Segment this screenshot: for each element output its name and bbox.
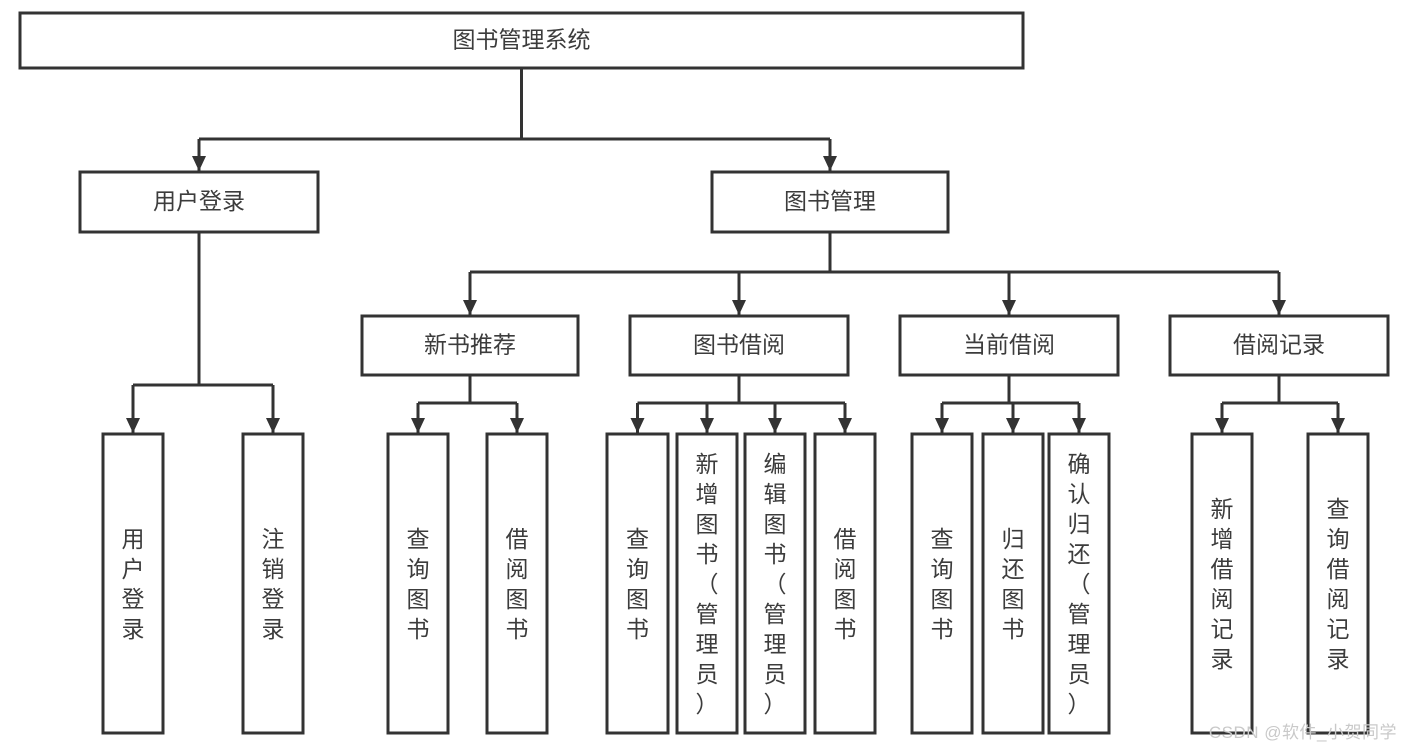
node-box-new-book-rec[interactable] [360, 314, 580, 377]
node-box-leaf-query-book-2[interactable] [605, 432, 670, 735]
arrow-head-icon [768, 418, 782, 433]
connector-c-book-borrow [630, 375, 852, 433]
node-leaf-add-record[interactable]: 新增借阅记录 [1190, 432, 1254, 735]
arrow-head-icon [935, 418, 949, 433]
node-label-user-login: 用户登录 [153, 188, 245, 214]
node-leaf-return-book[interactable]: 归还图书 [981, 432, 1045, 735]
node-label-leaf-query-book-2: 查询图书 [626, 526, 649, 642]
node-current-borrow[interactable]: 当前借阅 [898, 314, 1120, 377]
arrow-head-icon [1331, 418, 1345, 433]
node-box-leaf-query-record[interactable] [1306, 432, 1370, 735]
node-box-leaf-logout[interactable] [241, 432, 305, 735]
node-box-leaf-add-record[interactable] [1190, 432, 1254, 735]
node-leaf-query-book-1[interactable]: 查询图书 [386, 432, 450, 735]
node-label-leaf-return-book: 归还图书 [1002, 526, 1025, 642]
node-label-new-book-rec: 新书推荐 [424, 332, 516, 358]
node-label-root: 图书管理系统 [453, 27, 591, 53]
node-box-leaf-query-book-1[interactable] [386, 432, 450, 735]
node-leaf-query-book-2[interactable]: 查询图书 [605, 432, 670, 735]
node-label-leaf-query-record: 查询借阅记录 [1327, 496, 1350, 672]
connector-c-root [192, 68, 837, 171]
node-borrow-record[interactable]: 借阅记录 [1168, 314, 1390, 377]
node-book-borrow[interactable]: 图书借阅 [628, 314, 850, 377]
arrow-head-icon [700, 418, 714, 433]
arrow-head-icon [823, 156, 837, 171]
node-box-leaf-user-login[interactable] [101, 432, 165, 735]
arrow-head-icon [1072, 418, 1086, 433]
arrow-head-icon [126, 418, 140, 433]
node-label-leaf-confirm-return: 确认归还（管理员） [1068, 451, 1091, 717]
node-leaf-edit-book[interactable]: 编辑图书（管理员） [743, 432, 807, 735]
connector-layer [126, 68, 1345, 433]
node-book-manage[interactable]: 图书管理 [710, 170, 950, 234]
connector-c-current-borrow [935, 375, 1086, 433]
node-box-borrow-record[interactable] [1168, 314, 1390, 377]
node-box-user-login[interactable] [78, 170, 320, 234]
node-label-leaf-logout: 注销登录 [262, 526, 285, 642]
connector-c-book-manage [463, 232, 1286, 315]
node-root[interactable]: 图书管理系统 [18, 11, 1025, 70]
connector-c-user-login [126, 232, 280, 433]
node-box-current-borrow[interactable] [898, 314, 1120, 377]
node-leaf-query-record[interactable]: 查询借阅记录 [1306, 432, 1370, 735]
node-box-leaf-edit-book[interactable] [743, 432, 807, 735]
node-leaf-confirm-return[interactable]: 确认归还（管理员） [1047, 432, 1111, 735]
node-box-leaf-confirm-return[interactable] [1047, 432, 1111, 735]
node-label-leaf-add-book: 新增图书（管理员） [696, 451, 719, 717]
node-box-root[interactable] [18, 11, 1025, 70]
arrow-head-icon [838, 418, 852, 433]
node-user-login[interactable]: 用户登录 [78, 170, 320, 234]
node-label-leaf-borrow-book-2: 借阅图书 [834, 526, 857, 642]
arrow-head-icon [1272, 300, 1286, 315]
arrow-head-icon [510, 418, 524, 433]
node-leaf-user-login[interactable]: 用户登录 [101, 432, 165, 735]
node-box-leaf-add-book[interactable] [675, 432, 739, 735]
node-leaf-query-book-3[interactable]: 查询图书 [910, 432, 974, 735]
node-label-leaf-query-book-1: 查询图书 [407, 526, 430, 642]
arrow-head-icon [1215, 418, 1229, 433]
connector-c-borrow-record [1215, 375, 1345, 433]
node-label-leaf-user-login: 用户登录 [122, 526, 145, 642]
connector-c-new-book-rec [411, 375, 524, 433]
node-label-leaf-edit-book: 编辑图书（管理员） [764, 451, 787, 717]
arrow-head-icon [1006, 418, 1020, 433]
arrow-head-icon [411, 418, 425, 433]
node-new-book-rec[interactable]: 新书推荐 [360, 314, 580, 377]
node-label-book-borrow: 图书借阅 [693, 332, 785, 358]
node-box-leaf-borrow-book-1[interactable] [485, 432, 549, 735]
node-box-book-borrow[interactable] [628, 314, 850, 377]
node-label-leaf-query-book-3: 查询图书 [931, 526, 954, 642]
node-label-current-borrow: 当前借阅 [963, 332, 1055, 358]
arrow-head-icon [463, 300, 477, 315]
arrow-head-icon [1002, 300, 1016, 315]
node-leaf-borrow-book-2[interactable]: 借阅图书 [813, 432, 877, 735]
arrow-head-icon [266, 418, 280, 433]
arrow-head-icon [192, 156, 206, 171]
node-box-leaf-borrow-book-2[interactable] [813, 432, 877, 735]
node-leaf-add-book[interactable]: 新增图书（管理员） [675, 432, 739, 735]
node-label-leaf-borrow-book-1: 借阅图书 [506, 526, 529, 642]
node-label-book-manage: 图书管理 [784, 188, 876, 214]
node-box-leaf-query-book-3[interactable] [910, 432, 974, 735]
node-label-leaf-add-record: 新增借阅记录 [1211, 496, 1234, 672]
node-leaf-logout[interactable]: 注销登录 [241, 432, 305, 735]
node-layer: 图书管理系统用户登录图书管理新书推荐图书借阅当前借阅借阅记录用户登录注销登录查询… [18, 11, 1390, 735]
node-leaf-borrow-book-1[interactable]: 借阅图书 [485, 432, 549, 735]
arrow-head-icon [630, 418, 645, 433]
arrow-head-icon [732, 300, 746, 315]
node-box-leaf-return-book[interactable] [981, 432, 1045, 735]
node-label-borrow-record: 借阅记录 [1233, 332, 1325, 358]
node-box-book-manage[interactable] [710, 170, 950, 234]
